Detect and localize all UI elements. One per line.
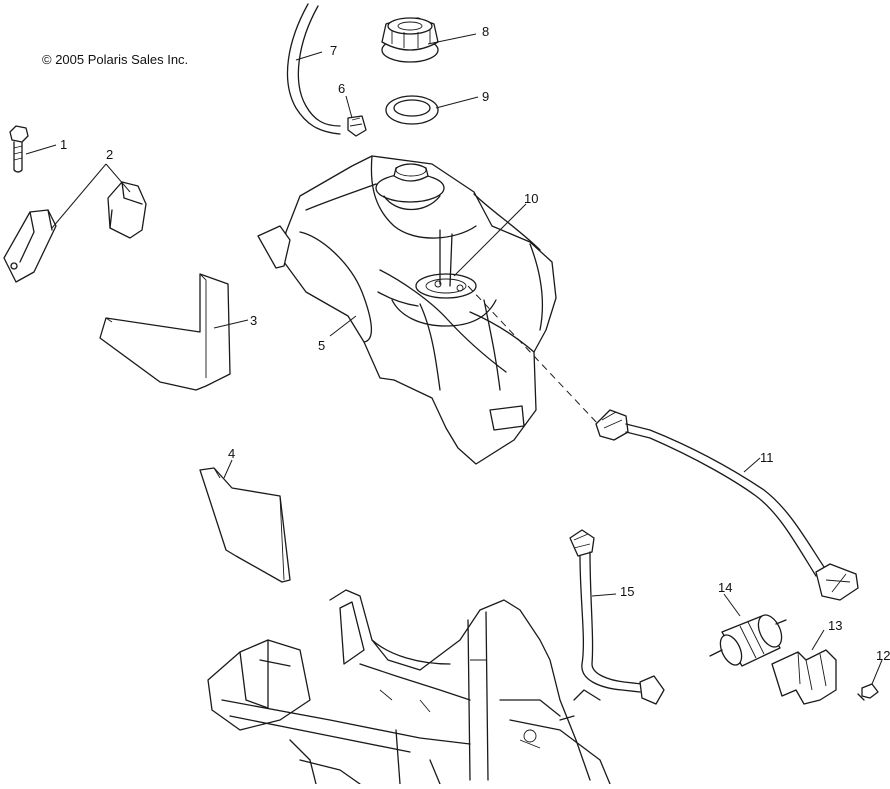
callout-1: 1 [60,137,68,152]
part-2-bracket-left [3,209,57,283]
callout-10: 10 [524,191,539,206]
part-3-pad [99,273,231,391]
part-13-filter-bracket [771,649,837,705]
part-8-fuel-cap [381,17,439,63]
callout-leaders [25,33,883,685]
callout-4: 4 [228,446,236,461]
callout-6: 6 [338,81,346,96]
part-4-pad [199,467,291,583]
callout-13: 13 [828,618,843,633]
callout-14: 14 [718,580,733,595]
part-6-fitting [347,115,367,137]
callout-15: 15 [620,584,635,599]
part-15-fuel-line [569,529,665,705]
part-7-vent-hose [286,3,341,135]
callout-8: 8 [482,24,490,39]
callout-5: 5 [318,338,326,353]
part-1-bolt [9,125,29,173]
assembly-line [467,285,599,425]
callout-7: 7 [330,43,338,58]
callout-9: 9 [482,89,490,104]
part-5-fuel-tank [257,155,557,465]
copyright-notice: © 2005 Polaris Sales Inc. [42,52,189,67]
callout-12: 12 [876,648,890,663]
part-14-fuel-filter [709,614,787,667]
part-9-gasket [385,95,439,125]
vehicle-frame [207,589,611,785]
part-12-screw [857,683,879,701]
callout-2: 2 [106,147,114,162]
callout-3: 3 [250,313,258,328]
part-2-bracket-right [107,181,147,239]
part-11-fuel-hose [595,409,859,601]
callout-11: 11 [760,450,774,465]
